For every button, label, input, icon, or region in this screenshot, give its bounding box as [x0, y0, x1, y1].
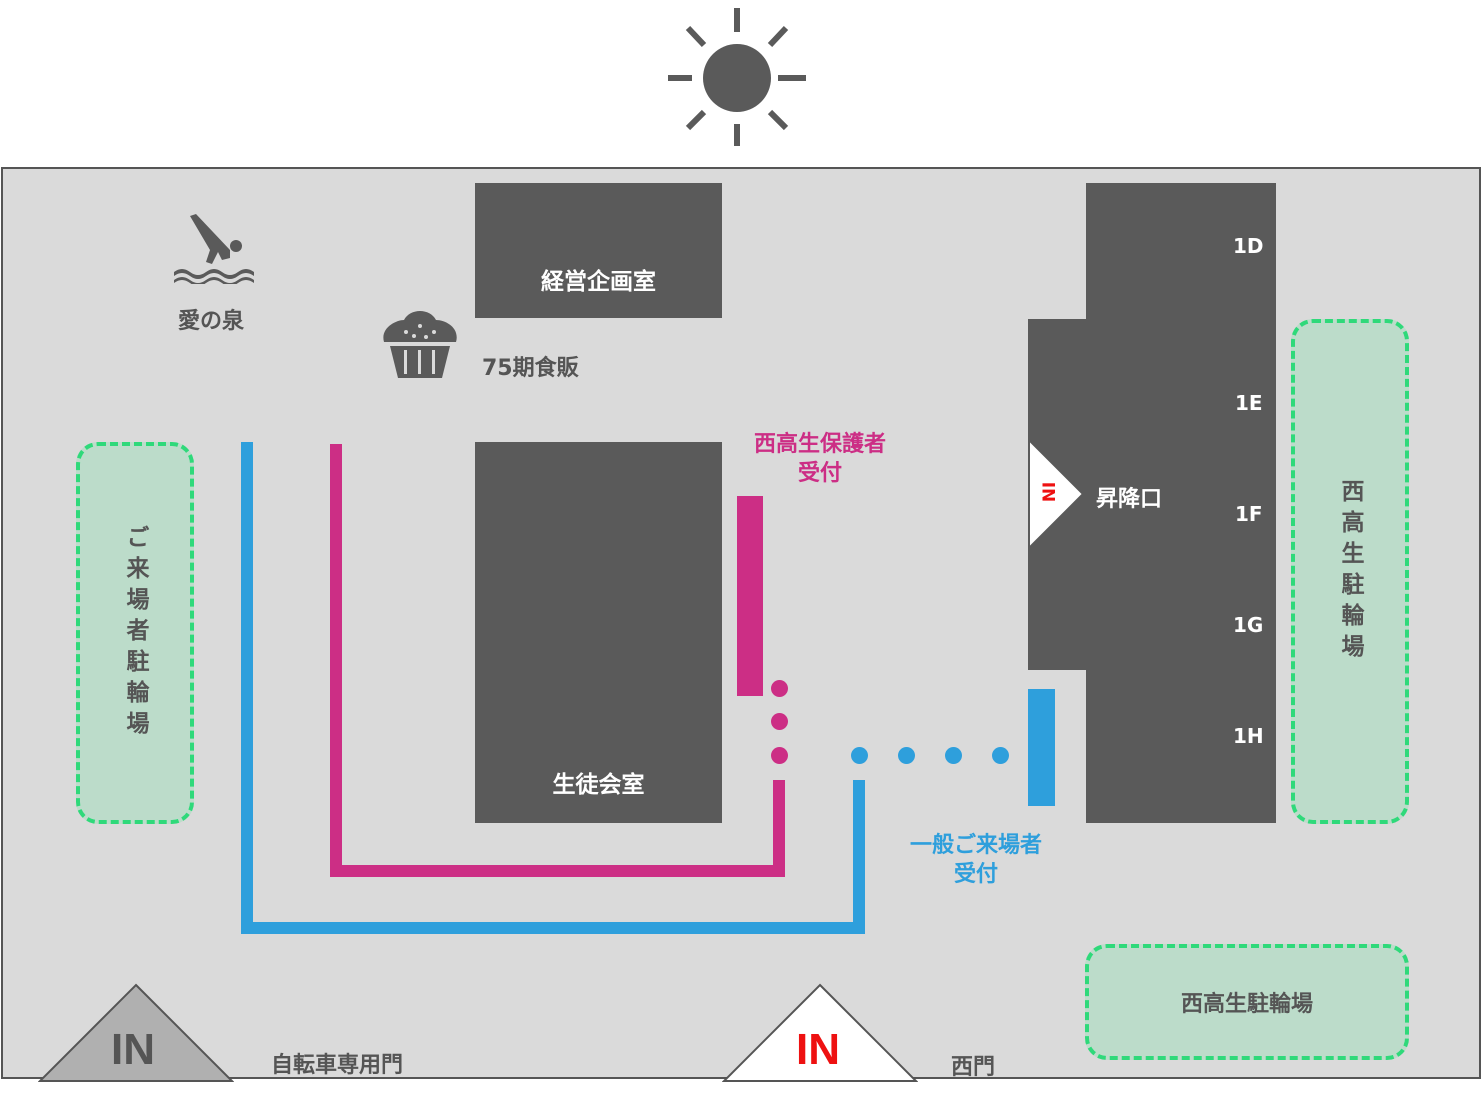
visitor-bike-parking-label: ご来場者駐輪場 [122, 524, 148, 742]
west-gate-in-label: IN [796, 1025, 840, 1074]
student-bike-parking-east: 西高生駐輪場 [1291, 319, 1409, 824]
stair-label-1e: 1E [1235, 391, 1263, 415]
bicycle-gate-in-label: IN [111, 1025, 155, 1074]
cupcake-icon [383, 311, 457, 378]
diving-swimmer-icon [174, 214, 254, 284]
student-council-building: 生徒会室 [475, 442, 722, 823]
parent-reception-desk [737, 496, 763, 696]
parent-reception-label-line2: 受付 [797, 461, 842, 486]
visitor-bike-parking: ご来場者駐輪場 [76, 442, 194, 824]
pool-label: 愛の泉 [178, 309, 245, 334]
entrance-hall-label: 昇降口 [1096, 487, 1163, 512]
student-bike-parking-south: 西高生駐輪場 [1085, 944, 1409, 1060]
parent-visitor-route [330, 444, 785, 877]
parent-reception-label: 西高生保護者 受付 [720, 430, 920, 488]
general-reception-label: 一般ご来場者 受付 [876, 831, 1076, 889]
planning-room-label: 経営企画室 [541, 269, 656, 295]
parent-route-dot [771, 713, 788, 730]
entrance-in-marker [1028, 438, 1085, 550]
general-route-dot [945, 747, 962, 764]
general-reception-desk [1028, 689, 1055, 806]
general-route-dot [898, 747, 915, 764]
general-route-dot [851, 747, 868, 764]
student-bike-parking-south-label: 西高生駐輪場 [1180, 992, 1313, 1017]
student-bike-parking-east-label: 西高生駐輪場 [1337, 478, 1363, 665]
general-route-dot [992, 747, 1009, 764]
general-reception-label-line2: 受付 [953, 862, 998, 887]
planning-room-building: 経営企画室 [475, 183, 722, 318]
bicycle-gate-label: 自転車専用門 [271, 1053, 404, 1078]
stair-label-1h: 1H [1233, 724, 1264, 748]
general-reception-label-line1: 一般ご来場者 [909, 833, 1042, 858]
stair-label-1d: 1D [1233, 234, 1264, 258]
student-council-label: 生徒会室 [552, 772, 645, 798]
sun-icon [668, 8, 806, 146]
stair-label-1g: 1G [1233, 613, 1264, 637]
parent-reception-label-line1: 西高生保護者 [753, 432, 886, 457]
west-gate-marker [722, 983, 918, 1082]
general-visitor-route [241, 442, 865, 934]
stair-label-1f: 1F [1235, 502, 1263, 526]
entrance-hall-building-main [1086, 183, 1276, 823]
parent-route-dot [771, 680, 788, 697]
parent-route-dot [771, 747, 788, 764]
west-gate-label: 西門 [951, 1055, 996, 1080]
food-sale-label: 75期食販 [482, 356, 579, 381]
bicycle-gate-marker [38, 983, 234, 1082]
